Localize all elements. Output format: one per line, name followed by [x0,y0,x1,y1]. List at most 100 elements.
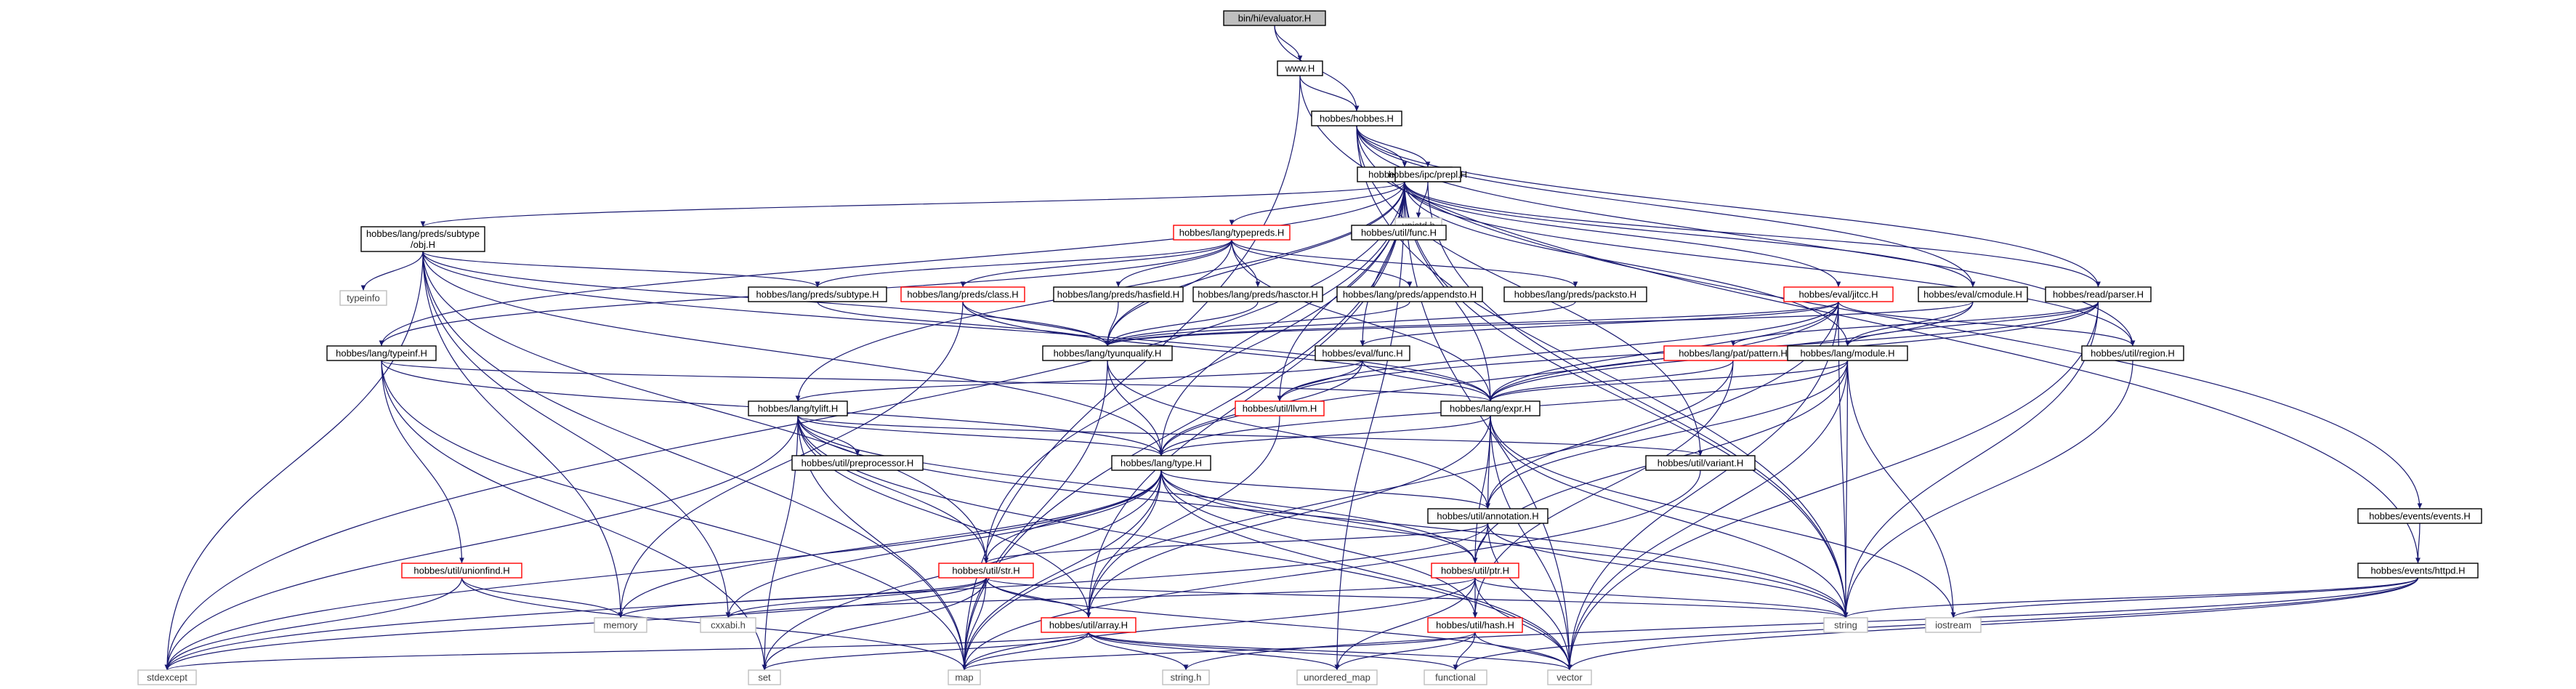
node-hasctor[interactable]: hobbes/lang/preds/hasctor.H [1192,286,1323,302]
node-module[interactable]: hobbes/lang/module.H [1787,345,1908,361]
node-label: hobbes/lang/preds/packsto.H [1514,289,1636,300]
node-packsto[interactable]: hobbes/lang/preds/packsto.H [1503,286,1647,302]
node-label: hobbes/lang/preds/subtype [366,228,480,239]
node-box [1311,110,1402,126]
edge-type-to-ptr [1160,470,1478,564]
node-box [700,617,756,633]
edge-subtypeobj-to-type [422,251,1164,456]
node-typepreds[interactable]: hobbes/lang/typepreds.H [1173,225,1291,241]
node-cxxabi: cxxabi.h [700,617,756,633]
edge-annotation-to-ptr [1472,523,1489,564]
edge-expr-to-type [1158,415,1491,456]
node-stringh: string.h [1162,669,1210,685]
node-hasfield[interactable]: hobbes/lang/preds/hasfield.H [1053,286,1184,302]
node-label: www.H [1285,63,1315,74]
edge-hobbes-to-prepl [1356,125,1431,168]
edge-tylift-to-string [797,415,1849,619]
node-variant[interactable]: hobbes/util/variant.H [1645,455,1756,471]
edge-type-to-vector [1160,470,1572,671]
edge-tyunqualify-to-type [1107,360,1164,456]
node-subtypeH[interactable]: hobbes/lang/preds/subtype.H [748,286,887,302]
edge-ptr-to-map [961,577,1476,671]
node-box [1427,508,1549,524]
node-subtypeobj[interactable]: hobbes/lang/preds/subtype/obj.H [360,226,485,252]
node-box [748,400,848,416]
node-preprocessor[interactable]: hobbes/util/preprocessor.H [791,455,924,471]
edge-events-to-httpd [2415,523,2420,564]
node-hobbes[interactable]: hobbes/hobbes.H [1311,110,1402,126]
node-label: hobbes/lang/preds/class.H [907,289,1018,300]
node-appendsto[interactable]: hobbes/lang/preds/appendsto.H [1336,286,1483,302]
edge-tyunqualify-to-map [961,360,1108,671]
edge-patH-to-expr [1487,360,1734,402]
node-evalfunc[interactable]: hobbes/eval/func.H [1315,345,1410,361]
node-label: iostream [1935,620,1971,631]
node-hash[interactable]: hobbes/util/hash.H [1427,617,1523,633]
edge-variant-to-map [961,470,1701,671]
edge-httpd-to-iostream [1950,577,2419,619]
node-root[interactable]: bin/hi/evaluator.H [1223,10,1326,26]
edge-str-to-map [961,577,987,671]
node-box [326,345,437,361]
node-typeinf[interactable]: hobbes/lang/typeinf.H [326,345,437,361]
node-type[interactable]: hobbes/lang/type.H [1111,455,1211,471]
edge-tylift-to-str [797,415,989,564]
edge-typeinf-to-set [381,360,767,671]
node-typeinfo: typeinfo [339,290,387,306]
edge-hobbes-to-cmodule [1356,125,1976,288]
edge-module-to-expr [1487,360,1849,402]
node-box [2045,286,2152,302]
edge-www-to-map [961,75,1301,671]
node-llvm[interactable]: hobbes/util/llvm.H [1235,400,1325,416]
node-www[interactable]: www.H [1277,60,1323,76]
edge-module-to-annotation [1485,360,1849,509]
edge-evalfunc-to-llvm [1277,360,1363,402]
edge-classH-to-tyunqualify [962,301,1110,347]
node-label: hobbes/util/preprocessor.H [802,458,914,469]
node-tyunqualify[interactable]: hobbes/lang/tyunqualify.H [1042,345,1173,361]
node-label: unordered_map [1304,672,1370,683]
node-prepl[interactable]: hobbes/ipc/prepl.H [1389,166,1467,182]
edge-str-to-set [762,577,987,671]
edge-expr-to-ptr [1472,415,1491,564]
node-patH[interactable]: hobbes/lang/pat/pattern.H [1663,345,1803,361]
edge-array-to-stringh [1088,632,1189,671]
node-label: hobbes/util/unionfind.H [413,565,509,576]
edge-ptr-to-cxxabi [725,577,1476,619]
node-cmodule[interactable]: hobbes/eval/cmodule.H [1918,286,2028,302]
edge-hasctor-to-tyunqualify [1105,301,1259,347]
edge-type-to-str [983,470,1162,564]
edge-subtypeobj-to-expr [422,251,1493,402]
edge-cc-to-str [983,181,1405,564]
edge-type-to-cxxabi [725,470,1162,619]
node-region[interactable]: hobbes/util/region.H [2081,345,2184,361]
edge-hobbes-to-parser [1356,125,2101,288]
node-label: hobbes/lang/typeinf.H [336,348,427,359]
node-label: hobbes/util/array.H [1049,620,1128,631]
node-label: hobbes/lang/expr.H [1450,403,1531,414]
node-box [2081,345,2184,361]
node-array[interactable]: hobbes/util/array.H [1041,617,1136,633]
node-events[interactable]: hobbes/events/events.H [2357,508,2482,524]
node-box [1783,286,1894,302]
node-classH[interactable]: hobbes/lang/preds/class.H [900,286,1025,302]
edge-module-to-string [1843,360,1849,619]
node-unionfind[interactable]: hobbes/util/unionfind.H [401,563,522,579]
node-httpd[interactable]: hobbes/events/httpd.H [2357,563,2479,579]
node-box [1041,617,1136,633]
node-annotation[interactable]: hobbes/util/annotation.H [1427,508,1549,524]
node-func[interactable]: hobbes/util/func.H [1351,225,1447,241]
edge-jitcc-to-evalfunc [1360,301,1839,347]
node-str[interactable]: hobbes/util/str.H [938,563,1034,579]
node-tylift[interactable]: hobbes/lang/tylift.H [748,400,848,416]
node-label: typeinfo [347,293,380,304]
edge-subtypeobj-to-memory [422,251,623,619]
edge-tylift-to-type [797,415,1164,456]
node-ptr[interactable]: hobbes/util/ptr.H [1431,563,1519,579]
node-expr[interactable]: hobbes/lang/expr.H [1440,400,1541,416]
edge-subtypeobj-to-stdexcept [164,251,424,671]
node-jitcc[interactable]: hobbes/eval/jitcc.H [1783,286,1894,302]
edge-typepreds-to-packsto [1231,239,1578,288]
edge-subtypeobj-to-typeinfo [360,251,424,291]
node-parser[interactable]: hobbes/read/parser.H [2045,286,2152,302]
